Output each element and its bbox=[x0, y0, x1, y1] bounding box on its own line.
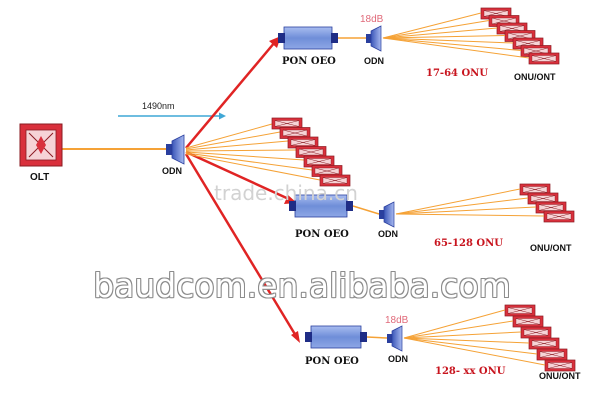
branch-1-db-label: 18dB bbox=[360, 14, 384, 25]
olt-device bbox=[19, 123, 63, 167]
branch-3-odn-label: ODN bbox=[388, 354, 408, 364]
branch-1-odn-splitter bbox=[366, 25, 382, 52]
branch-1-pon-oeo bbox=[278, 26, 338, 50]
feeder-fiber-top bbox=[185, 41, 276, 149]
feeder-fibers bbox=[184, 41, 298, 337]
branch-1-odn-label: ODN bbox=[364, 56, 384, 66]
branch-3-onu-6 bbox=[544, 359, 576, 372]
branch-1-onu-label: ONU/ONT bbox=[514, 72, 556, 82]
watermark-baudcom: baudcom.en.alibaba.com bbox=[93, 266, 511, 305]
branch-3-range-label: 128- xx ONU bbox=[435, 366, 506, 377]
branch-3-odn-splitter bbox=[387, 325, 403, 352]
branch-3-onu-5 bbox=[536, 348, 568, 361]
branch-3-onu-2 bbox=[512, 315, 544, 328]
branch-2-range-label: 65-128 ONU bbox=[434, 238, 503, 249]
branch-3-onu-4 bbox=[528, 337, 560, 350]
branch-1-drop-fibers bbox=[382, 12, 530, 59]
branch-3-db-label: 18dB bbox=[385, 315, 409, 326]
branch-2-oeo-label: PON OEO bbox=[295, 229, 349, 240]
main-odn-splitter bbox=[166, 134, 185, 165]
branch-1-oeo-label: PON OEO bbox=[282, 56, 336, 67]
branch-1-onu-7 bbox=[528, 52, 560, 65]
branch-2-onu-label: ONU/ONT bbox=[530, 243, 572, 253]
feeder-fiber-bottom bbox=[184, 153, 298, 337]
direct-stack-onu-6 bbox=[311, 165, 343, 177]
feeder-fiber-middle bbox=[185, 150, 292, 202]
feeder-arrow-bottom bbox=[291, 331, 300, 343]
branch-3-onu-1 bbox=[504, 304, 536, 317]
branch-3-onu-3 bbox=[520, 326, 552, 339]
branch-3-drop-fibers bbox=[403, 309, 546, 366]
branch-2-onu-4 bbox=[543, 210, 575, 223]
branch-2-link-fiber bbox=[352, 205, 380, 215]
main-odn-label: ODN bbox=[162, 166, 182, 176]
wavelength-arrow bbox=[118, 112, 226, 120]
watermark-trade: trade.china.cn bbox=[214, 181, 358, 205]
branch-2-drop-fibers bbox=[395, 188, 545, 217]
main-odn-drop-fibers bbox=[185, 123, 321, 181]
branch-2-odn-label: ODN bbox=[378, 229, 398, 239]
branch-3-oeo-label: PON OEO bbox=[305, 356, 359, 367]
branch-2-odn-splitter bbox=[379, 201, 395, 228]
wavelength-label: 1490nm bbox=[142, 101, 175, 111]
olt-label: OLT bbox=[30, 172, 49, 183]
dynamic-layer: PON OEO 18dB ODN 17-64 ONU ONU/ONT PON OEO ODN… bbox=[271, 7, 581, 381]
direct-stack-onu-7 bbox=[319, 174, 351, 187]
branch-2-pon-oeo bbox=[289, 194, 353, 218]
branch-3-link-fiber bbox=[366, 336, 388, 339]
branch-3-onu-label: ONU/ONT bbox=[539, 371, 581, 381]
branch-1-range-label: 17-64 ONU bbox=[426, 68, 488, 79]
branch-3-pon-oeo bbox=[305, 325, 367, 349]
